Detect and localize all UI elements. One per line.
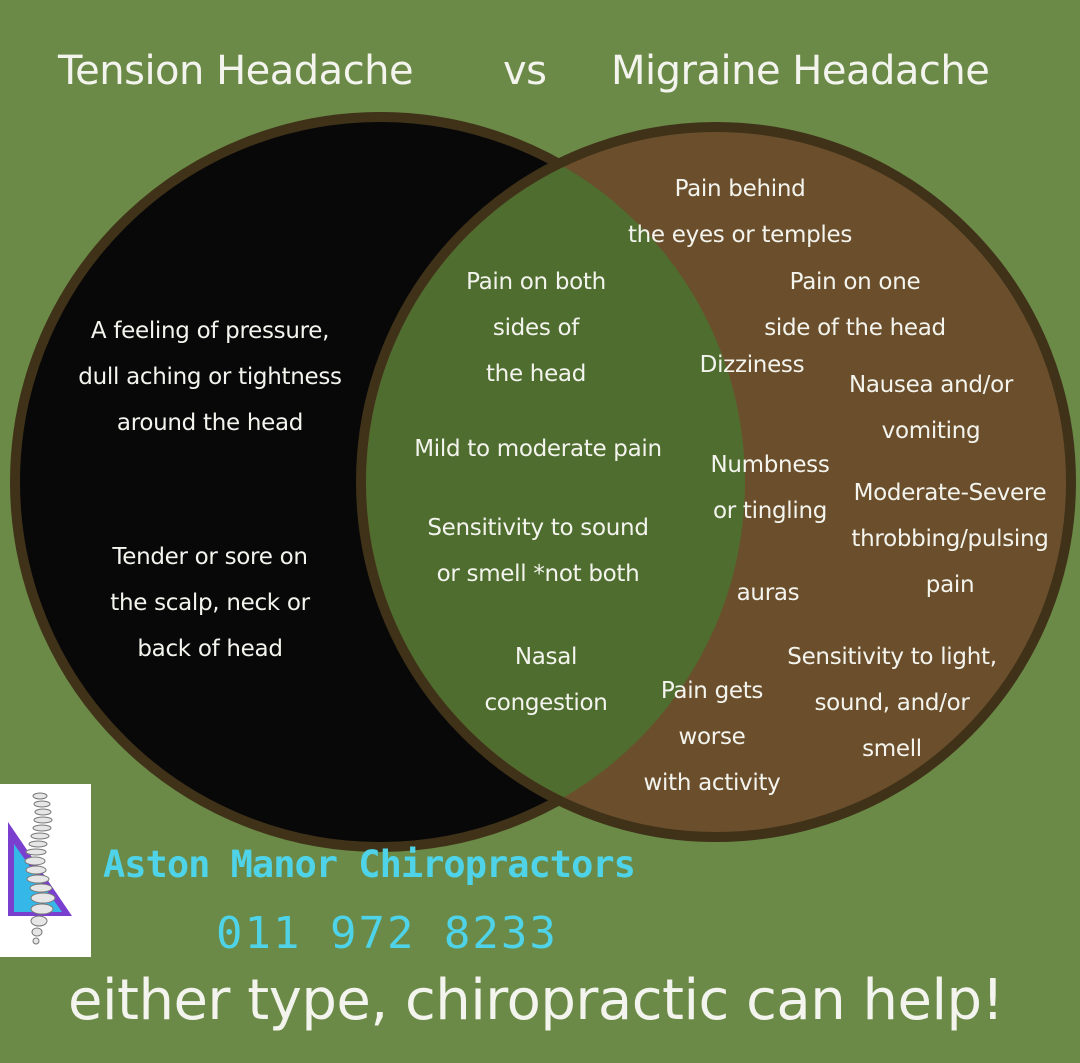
migraine-one-side: Pain on one side of the head xyxy=(764,269,946,341)
migraine-title: Migraine Headache xyxy=(611,48,990,94)
migraine-behind-eyes: Pain behind the eyes or temples xyxy=(627,176,853,248)
migraine-numbness: Numbness or tingling xyxy=(710,452,830,524)
tagline: either type, chiropractic can help! xyxy=(68,968,1004,1033)
tension-pressure: A feeling of pressure, dull aching or ti… xyxy=(78,318,342,436)
migraine-dizziness: Dizziness xyxy=(699,352,805,378)
venn-diagram xyxy=(10,112,1076,852)
both-sensitivity: Sensitivity to sound or smell *not both xyxy=(427,515,649,587)
tension-tender: Tender or sore on the scalp, neck or bac… xyxy=(110,544,310,662)
both-both-sides: Pain on both sides of the head xyxy=(466,269,606,387)
migraine-throbbing: Moderate-Severe throbbing/pulsing pain xyxy=(851,480,1049,598)
migraine-activity: Pain gets worse with activity xyxy=(643,678,781,796)
migraine-auras: auras xyxy=(736,580,800,606)
migraine-nausea: Nausea and/or vomiting xyxy=(848,372,1014,444)
overlap-region xyxy=(366,132,745,832)
vs-label: vs xyxy=(503,48,547,94)
brand-phone: 011 972 8233 xyxy=(216,908,558,959)
migraine-sensitivity: Sensitivity to light, sound, and/or smel… xyxy=(787,644,997,762)
brand-name: Aston Manor Chiropractors xyxy=(103,843,636,886)
spine-icon xyxy=(0,784,91,957)
tension-title: Tension Headache xyxy=(58,48,414,94)
both-mild-moderate: Mild to moderate pain xyxy=(414,436,662,462)
both-nasal: Nasal congestion xyxy=(484,644,608,716)
